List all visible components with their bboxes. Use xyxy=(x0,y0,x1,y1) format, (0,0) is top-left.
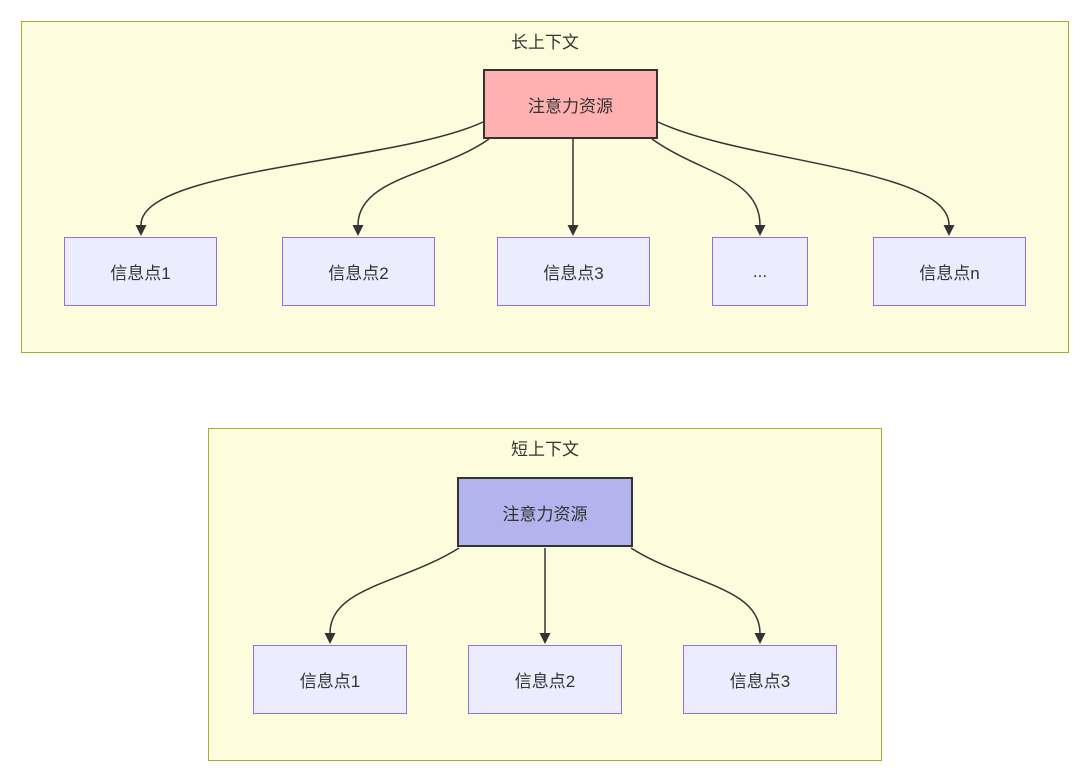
node-long-info-point-3: 信息点3 xyxy=(497,237,650,306)
node-short-info-point-1: 信息点1 xyxy=(253,645,407,714)
node-short-info-point-2: 信息点2 xyxy=(468,645,622,714)
node-long-info-point-2: 信息点2 xyxy=(282,237,435,306)
cluster-long-title: 长上下文 xyxy=(511,33,579,52)
node-short-info-point-3: 信息点3 xyxy=(683,645,837,714)
node-long-info-ellipsis: ... xyxy=(712,237,808,306)
node-long-info-point-n: 信息点n xyxy=(873,237,1026,306)
cluster-short-title: 短上下文 xyxy=(511,440,579,459)
node-attention-resources-short: 注意力资源 xyxy=(457,477,633,547)
node-long-info-point-1: 信息点1 xyxy=(64,237,217,306)
node-attention-resources-long: 注意力资源 xyxy=(483,69,658,139)
